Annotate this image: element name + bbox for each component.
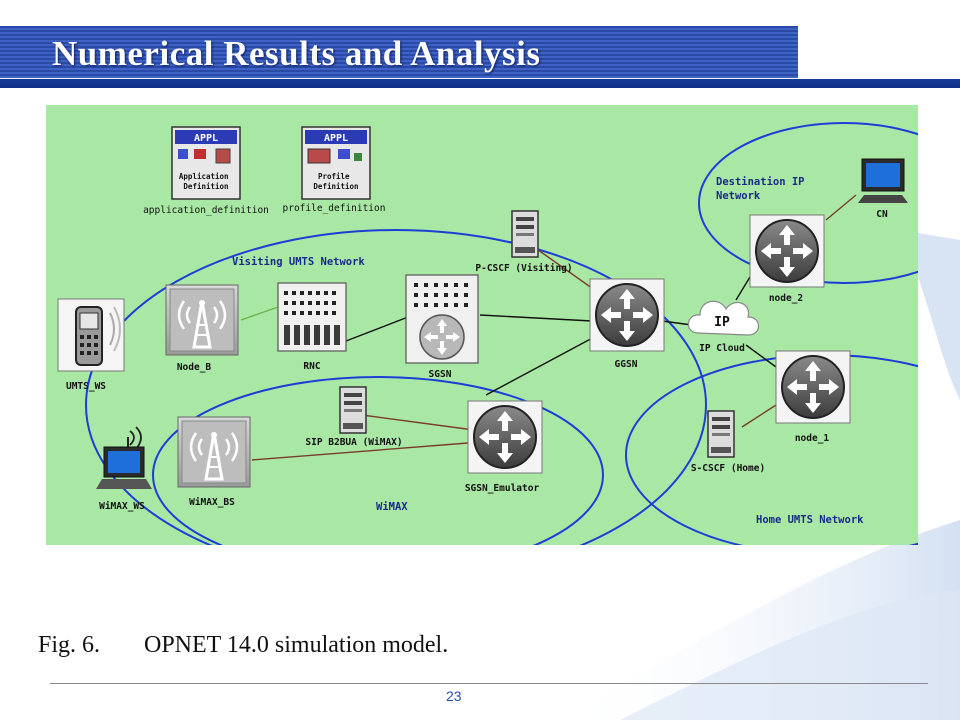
title-bar: Numerical Results and Analysis xyxy=(0,26,798,78)
profile-definition-inner-line1: Profile xyxy=(318,172,350,181)
sgsn-emulator-router-icon[interactable] xyxy=(467,400,543,474)
page-number: 23 xyxy=(446,688,462,704)
application-definition-label: application_definition xyxy=(143,205,269,216)
cn-label: CN xyxy=(876,209,888,220)
link-node2-cn xyxy=(825,194,857,221)
appl-badge-1: APPL xyxy=(194,133,218,144)
link-wimaxbs-sgsnemu xyxy=(251,442,469,461)
profile-definition-icon[interactable]: APPL Profile Definition xyxy=(301,126,371,200)
ggsn-router-icon[interactable] xyxy=(589,278,665,352)
rnc-icon[interactable] xyxy=(277,282,347,352)
sgsn-icon[interactable] xyxy=(405,274,479,364)
slide-title: Numerical Results and Analysis xyxy=(52,34,541,73)
application-definition-inner-label: Application Definition xyxy=(179,172,233,191)
rnc-label: RNC xyxy=(303,361,320,372)
footer-divider xyxy=(50,683,928,684)
application-definition-icon[interactable]: APPL Application Definition xyxy=(171,126,241,200)
link-rnc-sgsn xyxy=(345,316,409,342)
application-definition-inner-line2: Definition xyxy=(183,182,228,191)
node-2-label: node_2 xyxy=(769,293,803,304)
link-nodeb-rnc xyxy=(240,306,279,321)
network-links xyxy=(240,194,857,461)
application-definition-inner-line1: Application xyxy=(179,172,229,181)
wimax-bs-tower-icon[interactable] xyxy=(176,415,252,489)
network-boundaries xyxy=(85,122,918,545)
visiting-umts-label: Visiting UMTS Network xyxy=(232,256,365,268)
profile-definition-label: profile_definition xyxy=(283,203,386,214)
sgsn-label: SGSN xyxy=(429,369,452,380)
visiting-umts-boundary xyxy=(85,229,707,545)
wimax-label: WiMAX xyxy=(376,501,408,513)
umts-ws-phone-icon[interactable] xyxy=(57,298,125,372)
destination-ip-boundary xyxy=(698,122,918,284)
node-1-router-icon[interactable] xyxy=(775,350,851,424)
node-2-router-icon[interactable] xyxy=(749,214,825,288)
destination-ip-label-line2: Network xyxy=(716,190,761,202)
sip-b2bua-server-icon[interactable] xyxy=(339,386,367,434)
cn-computer-icon[interactable] xyxy=(858,158,908,203)
node-1-label: node_1 xyxy=(795,433,830,444)
figure-label: Fig. 6. xyxy=(38,632,101,658)
ip-cloud-icon[interactable]: IP xyxy=(687,300,760,336)
link-ipcloud-node1 xyxy=(745,344,777,368)
umts-ws-label: UMTS_WS xyxy=(66,381,106,392)
ip-cloud-badge: IP xyxy=(714,315,730,330)
sgsn-emulator-label: SGSN_Emulator xyxy=(465,483,540,494)
network-diagram-svg: Visiting UMTS Network Destination IP Net… xyxy=(57,122,918,545)
link-pcscf-ggsn xyxy=(533,246,597,292)
home-umts-label: Home UMTS Network xyxy=(756,514,864,526)
wimax-ws-label: WiMAX_WS xyxy=(99,501,145,512)
figure-caption-text: OPNET 14.0 simulation model. xyxy=(144,632,449,658)
ip-cloud-label: IP Cloud xyxy=(699,343,745,354)
p-cscf-server-icon[interactable] xyxy=(511,210,539,258)
s-cscf-label: S-CSCF (Home) xyxy=(691,463,765,474)
link-scscf-node1 xyxy=(741,404,777,428)
ggsn-label: GGSN xyxy=(615,359,638,370)
wimax-boundary xyxy=(152,376,604,545)
node-b-tower-icon[interactable] xyxy=(164,283,240,357)
wimax-bs-label: WiMAX_BS xyxy=(189,497,235,508)
title-gap xyxy=(798,26,960,79)
link-ggsn-ipcloud xyxy=(661,320,693,326)
link-sgsnemu-ggsn xyxy=(485,334,599,396)
profile-definition-inner-line2: Definition xyxy=(313,182,358,191)
link-sipb2bua-sgsnemu xyxy=(361,414,475,431)
appl-badge-2: APPL xyxy=(324,133,348,144)
title-underline xyxy=(0,79,960,88)
network-diagram: Visiting UMTS Network Destination IP Net… xyxy=(46,105,918,545)
figure-caption: Fig. 6. OPNET 14.0 simulation model. xyxy=(38,632,448,659)
s-cscf-server-icon[interactable] xyxy=(707,410,735,458)
link-sgsn-ggsn xyxy=(479,314,593,322)
profile-definition-inner-label: Profile Definition xyxy=(313,172,358,191)
wimax-ws-laptop-icon[interactable] xyxy=(96,426,152,489)
destination-ip-label-line1: Destination IP xyxy=(716,176,805,188)
sip-b2bua-label: SIP B2BUA (WiMAX) xyxy=(305,437,402,448)
node-b-label: Node_B xyxy=(177,362,212,373)
destination-ip-label: Destination IP Network xyxy=(716,176,811,202)
p-cscf-label: P-CSCF (Visiting) xyxy=(475,263,572,274)
